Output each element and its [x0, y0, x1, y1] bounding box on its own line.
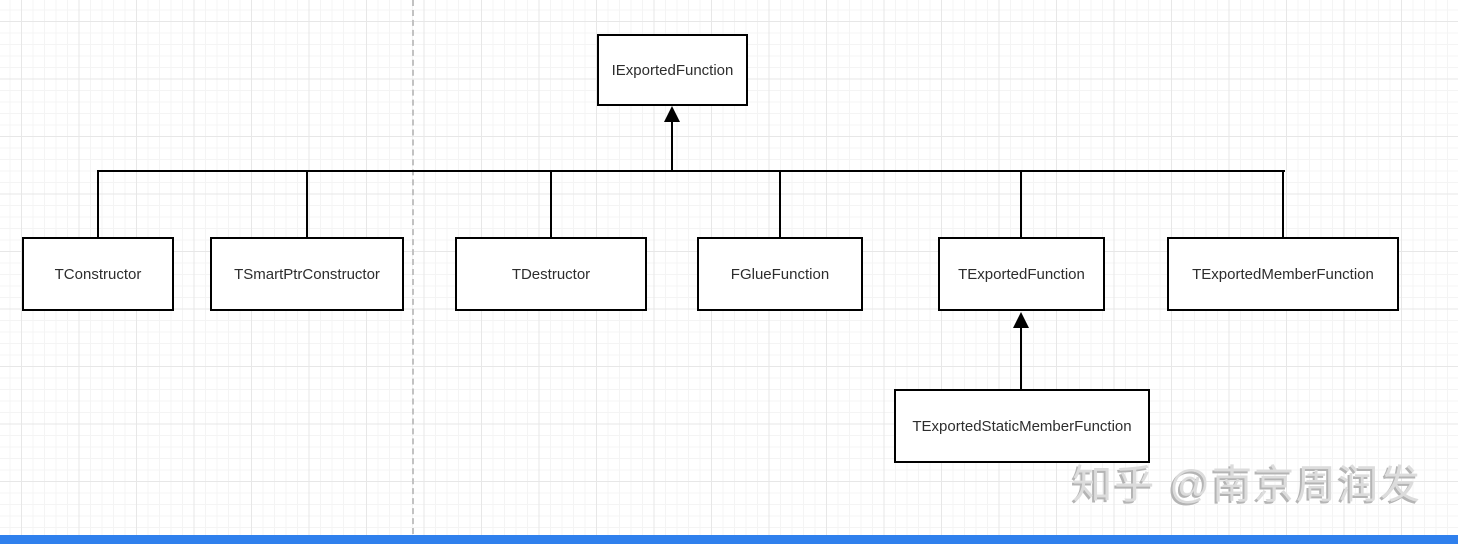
node-label: TExportedStaticMemberFunction	[912, 417, 1132, 435]
node-label: FGlueFunction	[730, 265, 830, 283]
arrowhead-up-icon	[1013, 312, 1029, 328]
node-label: TExportedMemberFunction	[1192, 265, 1374, 283]
node-label: TSmartPtrConstructor	[234, 265, 380, 283]
watermark-zhihu: 知乎 @南京周润发	[1072, 463, 1422, 507]
node-texportedstaticmemberfunction: TExportedStaticMemberFunction	[894, 389, 1150, 463]
node-label: TConstructor	[54, 265, 142, 283]
connector-stub-tdestructor	[550, 172, 552, 237]
node-texportedfunction: TExportedFunction	[938, 237, 1105, 311]
node-label: IExportedFunction	[611, 61, 734, 79]
node-tsmartptrconstructor: TSmartPtrConstructor	[210, 237, 404, 311]
bottom-blue-bar	[0, 535, 1458, 544]
arrow-to-texportedfunction	[1020, 324, 1022, 389]
node-tconstructor: TConstructor	[22, 237, 174, 311]
node-label: TDestructor	[511, 265, 591, 283]
connector-stub-tsmartptrconstructor	[306, 172, 308, 237]
node-texportedmemberfunction: TExportedMemberFunction	[1167, 237, 1399, 311]
connector-stub-tconstructor	[97, 172, 99, 237]
connector-bus	[97, 170, 1285, 172]
node-iexportedfunction: IExportedFunction	[597, 34, 748, 106]
node-fgluefunction: FGlueFunction	[697, 237, 863, 311]
arrowhead-up-icon	[664, 106, 680, 122]
page-divider-dashed-line	[412, 0, 414, 544]
connector-stub-fgluefunction	[779, 172, 781, 237]
arrow-to-iexportedfunction	[671, 118, 673, 170]
node-tdestructor: TDestructor	[455, 237, 647, 311]
connector-stub-texportedfunction	[1020, 172, 1022, 237]
node-label: TExportedFunction	[958, 265, 1085, 283]
connector-stub-texportedmemberfunction	[1282, 172, 1284, 237]
